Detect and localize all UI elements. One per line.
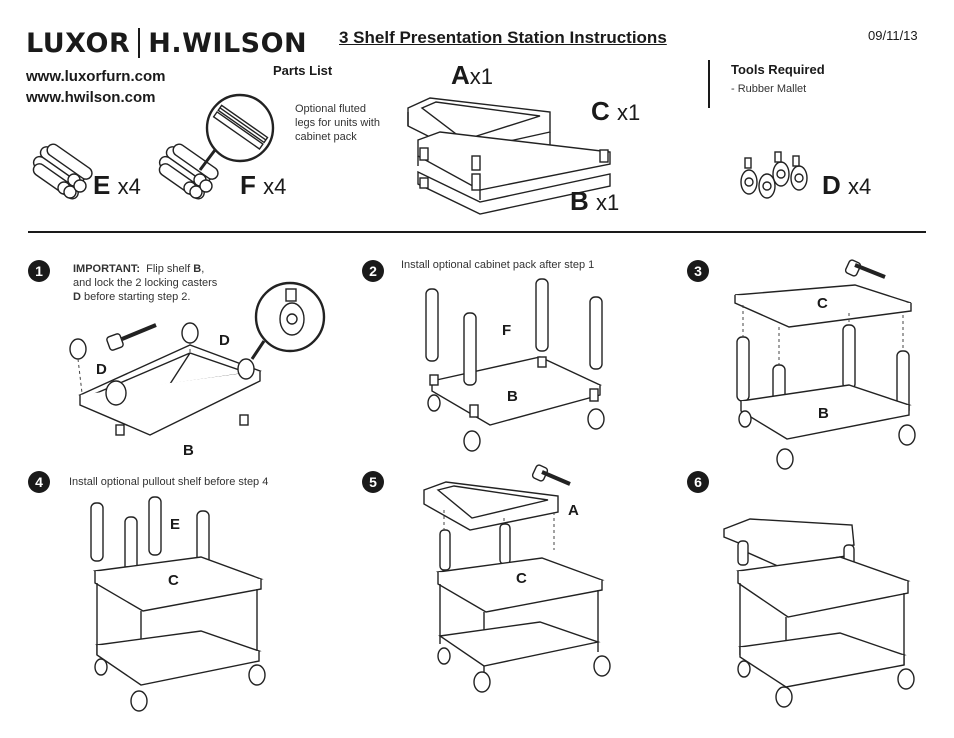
step-5-number: 5 (362, 471, 384, 493)
document-date: 09/11/13 (868, 28, 918, 43)
step-1-illustration (69, 281, 326, 436)
website-luxor[interactable]: www.luxorfurn.com (26, 68, 166, 85)
part-c-label: C x1 (591, 96, 641, 126)
step-3-illustration (734, 259, 916, 470)
step-4-note: Install optional pullout shelf before st… (69, 476, 269, 488)
step-6-number: 6 (687, 471, 709, 493)
step-2-label-b: B (507, 388, 518, 405)
part-e-label: E x4 (93, 170, 141, 200)
step-1-number: 1 (28, 260, 50, 282)
important-label: IMPORTANT: (73, 263, 141, 275)
parts-list-heading: Parts List (273, 63, 333, 78)
step-1-part-b: B (193, 263, 202, 275)
part-d-label: D x4 (822, 170, 872, 200)
parts-note-line: cabinet pack (295, 131, 357, 143)
step-1-text: Flip shelf (146, 263, 191, 275)
step-2-number: 2 (362, 260, 384, 282)
part-f-illustration (158, 93, 275, 200)
step-1-part-d: D (73, 291, 81, 303)
brand-hwilson: H.WILSON (148, 28, 308, 59)
step-3-label-b: B (818, 405, 829, 422)
step-1-label-d: D (219, 332, 230, 349)
step-4-number: 4 (28, 471, 50, 493)
step-2-illustration (425, 278, 605, 452)
website-hwilson[interactable]: www.hwilson.com (26, 89, 156, 106)
step-4-label-e: E (170, 516, 181, 533)
step-1-text: and lock the 2 locking casters (73, 277, 218, 289)
step-4-label-c: C (168, 572, 179, 589)
step-5-label-c: C (516, 570, 527, 587)
part-b-label: B x1 (570, 186, 620, 216)
step-5-label-a: A (568, 502, 579, 519)
step-3-number: 3 (687, 260, 709, 282)
part-a-label: Ax1 (451, 60, 494, 90)
parts-note: Optional fluted legs for units with cabi… (295, 102, 380, 144)
brand-logo: LUXOR H.WILSON (26, 28, 307, 59)
step-1-label-b: B (183, 442, 194, 459)
step-1-label-d: D (96, 361, 107, 378)
step-4-illustration (90, 496, 266, 712)
tools-heading: Tools Required (731, 62, 825, 77)
tools-item: - Rubber Mallet (731, 83, 807, 95)
tools-divider (708, 60, 710, 108)
parts-note-line: legs for units with (295, 117, 380, 129)
step-5-illustration (423, 464, 611, 693)
brand-luxor: LUXOR (26, 28, 131, 59)
page-title: 3 Shelf Presentation Station Instruction… (339, 28, 667, 47)
section-divider (28, 231, 926, 233)
step-1-instructions: IMPORTANT: Flip shelf B, and lock the 2 … (73, 263, 218, 303)
step-6-illustration (723, 518, 915, 708)
part-e-illustration (32, 143, 93, 200)
part-d-casters-illustration (740, 151, 808, 199)
step-2-label-f: F (502, 322, 512, 339)
step-2-note: Install optional cabinet pack after step… (401, 259, 595, 271)
part-f-label: F x4 (240, 170, 287, 200)
step-3-label-c: C (817, 295, 828, 312)
parts-note-line: Optional fluted (295, 103, 366, 115)
parts-shelves-illustration (407, 97, 611, 215)
logo-divider (138, 28, 141, 58)
step-1-text: before starting step 2. (84, 291, 191, 303)
